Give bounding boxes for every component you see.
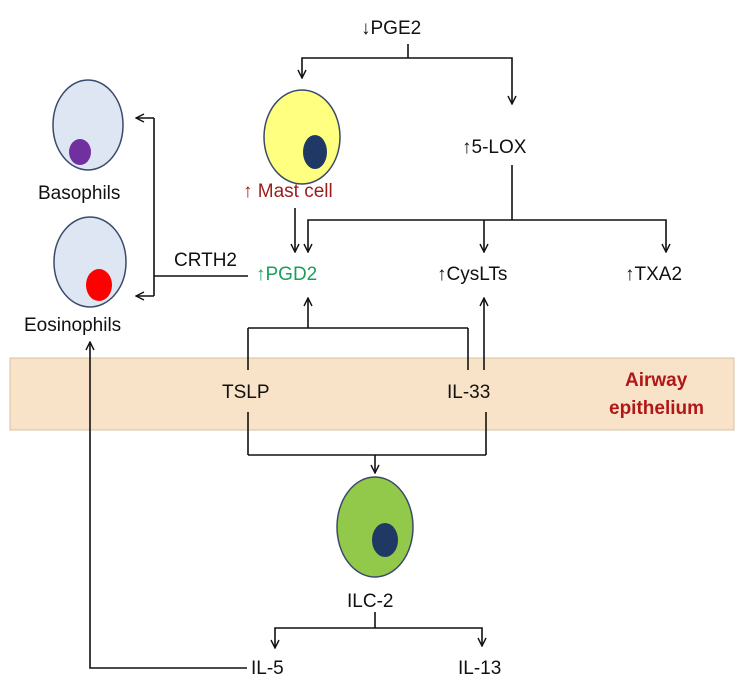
il13-label: IL-13 (458, 658, 501, 679)
airway-label: Airway (625, 370, 688, 391)
ilc2-to-il13-arrow (375, 627, 482, 646)
5lox-to-pgd2-arrow (308, 219, 512, 252)
basophil-cell (52, 79, 124, 171)
ilc2-label: ILC-2 (347, 591, 393, 612)
ilc2-cell (336, 476, 414, 578)
txa2-label: ↑TXA2 (625, 264, 682, 285)
il33-label: IL-33 (447, 382, 490, 403)
ilc2-to-il5-arrow (275, 627, 375, 648)
ilc2-nucleus (372, 523, 398, 557)
pge2-label: ↓PGE2 (361, 18, 421, 39)
basophils-label: Basophils (38, 183, 120, 204)
pgd2-label: ↑PGD2 (256, 264, 317, 285)
5lox-label: ↑5-LOX (462, 137, 527, 158)
il5-label: IL-5 (251, 658, 284, 679)
mast-cell-body (263, 89, 341, 185)
mast-cell-nucleus (303, 135, 327, 169)
eosinophil-cell (53, 216, 127, 308)
tslp-label: TSLP (222, 382, 270, 403)
connectors (90, 44, 666, 669)
basophil-nucleus (69, 139, 91, 165)
5lox-to-txa2-arrow (512, 219, 666, 252)
mast-cell-label: ↑ Mast cell (243, 181, 333, 202)
cyslts-label: ↑CysLTs (437, 264, 507, 285)
epithelium-label: epithelium (609, 398, 704, 419)
pge2-to-mast-arrow (302, 57, 408, 78)
airway-epithelium-band (9, 357, 735, 431)
eosinophil-nucleus (86, 269, 112, 301)
ilc2-body (336, 476, 414, 578)
crth2-label: CRTH2 (174, 250, 237, 271)
mast-cell (263, 89, 341, 185)
il5-to-eosinophils-arrow (90, 342, 247, 669)
pge2-to-5lox-arrow (408, 57, 512, 104)
eosinophils-label: Eosinophils (24, 315, 121, 336)
